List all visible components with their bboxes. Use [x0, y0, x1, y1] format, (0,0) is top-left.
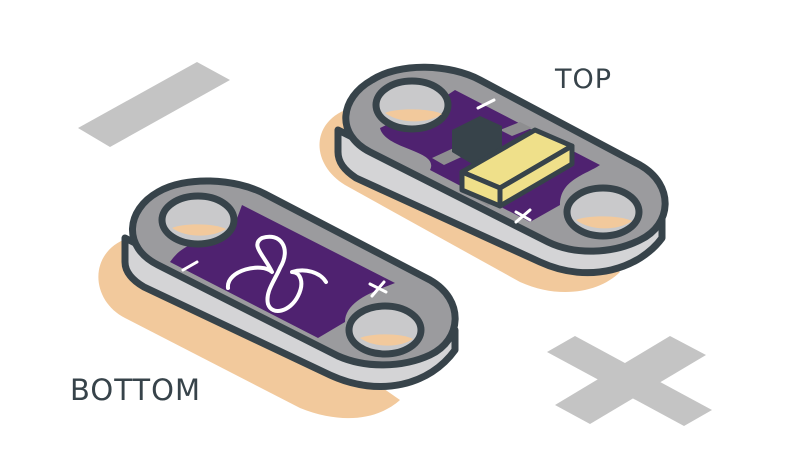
- bottom-board-hole-left: [158, 192, 238, 248]
- top-board-hole-right: [563, 184, 643, 240]
- chip-component: [452, 116, 502, 164]
- top-board: [319, 63, 669, 293]
- led-component: [459, 127, 575, 209]
- bottom-board-hole-right: [345, 302, 425, 358]
- minus-tape-icon: [78, 62, 230, 147]
- x-tape-icon: [547, 336, 712, 426]
- pad: [500, 122, 532, 136]
- bottom-board: [98, 177, 459, 419]
- bottom-label: BOTTOM: [70, 373, 201, 407]
- negative-marking: [181, 260, 199, 272]
- positive-marking: [368, 280, 388, 298]
- top-board-hole-left: [372, 77, 452, 133]
- positive-marking: [514, 208, 532, 224]
- negative-marking: [476, 98, 496, 110]
- top-label: TOP: [555, 64, 613, 95]
- lilypad-logo-icon: [226, 234, 328, 313]
